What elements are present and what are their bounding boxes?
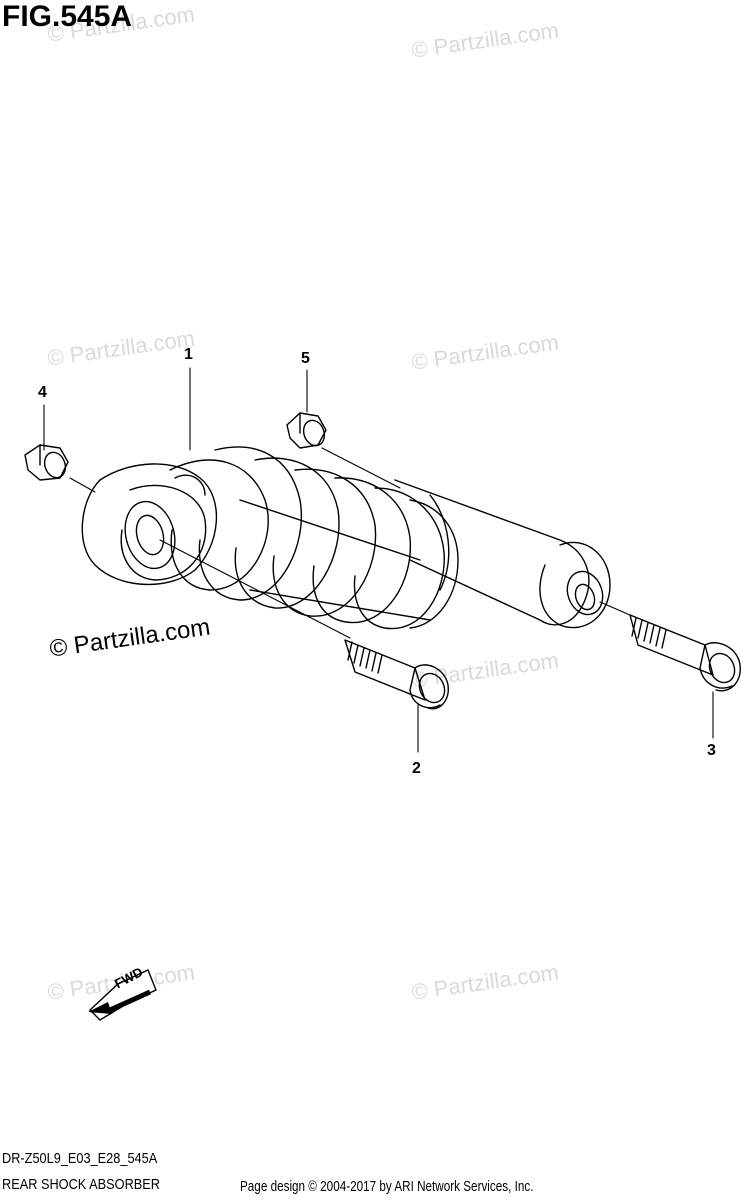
upper-mount xyxy=(81,463,218,586)
figure-name: REAR SHOCK ABSORBER xyxy=(2,1176,161,1193)
leader-lines xyxy=(43,367,714,753)
callout-2: 2 xyxy=(412,760,421,777)
nut-5 xyxy=(286,412,327,449)
callout-1: 1 xyxy=(184,346,193,363)
page-credit: Page design © 2004-2017 by ARI Network S… xyxy=(240,1178,534,1195)
callout-4: 4 xyxy=(38,384,47,401)
callout-3: 3 xyxy=(707,742,716,759)
centerlines xyxy=(69,447,631,639)
bolt-3 xyxy=(629,614,741,692)
fwd-arrow xyxy=(88,969,157,1021)
figure-code: DR-Z50L9_E03_E28_545A xyxy=(2,1150,158,1167)
figure-title: FIG.545A xyxy=(2,0,133,33)
damper-body xyxy=(394,479,611,629)
bolt-2 xyxy=(344,639,449,710)
callout-5: 5 xyxy=(301,350,310,367)
spring-coils xyxy=(169,446,459,630)
nut-4 xyxy=(24,444,69,481)
